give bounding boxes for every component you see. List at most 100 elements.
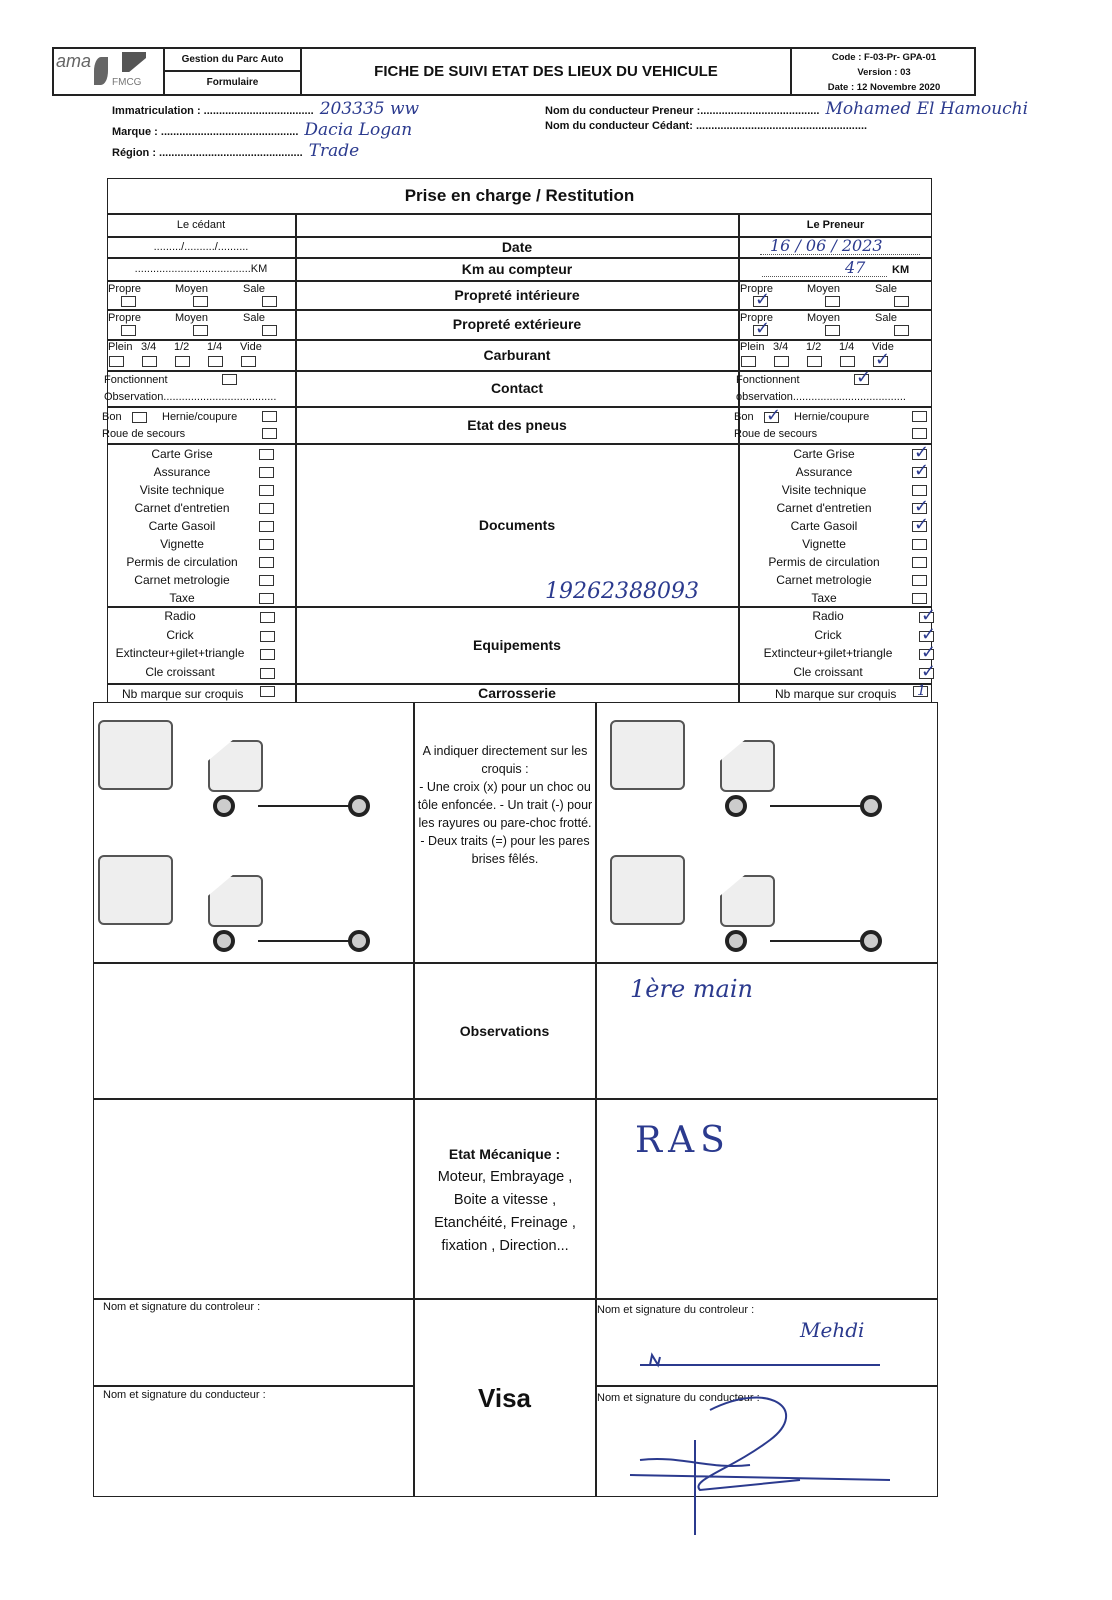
preneur-moyen-checkbox[interactable] xyxy=(825,325,840,336)
preneur-fuel-checkbox-0[interactable] xyxy=(741,356,756,367)
immatriculation-value[interactable]: 203335 ww xyxy=(319,99,420,119)
cedant-moyen-checkbox[interactable] xyxy=(193,296,208,307)
logo: ama FMCG xyxy=(54,49,162,94)
preneur-roue-checkbox[interactable] xyxy=(912,428,927,439)
cedant-date-field[interactable]: ........./........../.......... xyxy=(153,240,249,253)
observations-value[interactable]: 1ère main xyxy=(630,975,753,1003)
preneur-equip-checkbox-1[interactable] xyxy=(919,630,934,642)
marque-value[interactable]: Dacia Logan xyxy=(304,120,413,140)
preneur-fuel-checkbox-3[interactable] xyxy=(840,356,855,367)
cedant-doc-checkbox-5[interactable] xyxy=(259,539,274,550)
cedant-fuel-checkbox-0[interactable] xyxy=(109,356,124,367)
document-number[interactable]: 19262388093 xyxy=(545,579,699,604)
nb-marque-value: 1 xyxy=(917,683,926,699)
cedant-doc-checkbox-4[interactable] xyxy=(259,521,274,532)
cedant-equip-checkbox-2[interactable] xyxy=(260,649,275,660)
preneur-equip-checkbox-3[interactable] xyxy=(919,667,934,679)
preneur-value[interactable]: Mohamed El Hamouchi xyxy=(825,99,1029,119)
row-label-documents: Documents xyxy=(478,516,556,533)
cedant-contact-checkbox[interactable] xyxy=(222,374,237,385)
cedant-equip-checkbox-0[interactable] xyxy=(260,612,275,623)
wheel-icon xyxy=(725,930,747,952)
page-title: FICHE DE SUIVI ETAT DES LIEUX DU VEHICUL… xyxy=(374,63,718,80)
cedant-sale-checkbox[interactable] xyxy=(262,296,277,307)
preneur-sale-checkbox[interactable] xyxy=(894,325,909,336)
doc-date: Date : 12 Novembre 2020 xyxy=(827,82,941,93)
cedant-moyen-checkbox[interactable] xyxy=(193,325,208,336)
row-divider xyxy=(107,606,932,608)
preneur-fuel-checkbox-4[interactable] xyxy=(873,356,888,367)
cedant-fuel-checkbox-1[interactable] xyxy=(142,356,157,367)
preneur-nb-marque-checkbox[interactable] xyxy=(913,686,928,697)
preneur-propre-checkbox[interactable] xyxy=(753,325,768,336)
controleur-signature[interactable]: Mehdi xyxy=(800,1318,865,1342)
preneur-doc-checkbox-5[interactable] xyxy=(912,539,927,550)
preneur-km-field[interactable] xyxy=(762,261,887,277)
preneur-hernie-checkbox[interactable] xyxy=(912,411,927,422)
cedant-fuel-checkbox-3[interactable] xyxy=(208,356,223,367)
cedant-hernie-checkbox[interactable] xyxy=(262,411,277,422)
preneur-doc-5: Vignette xyxy=(802,537,846,551)
cedant-doc-checkbox-7[interactable] xyxy=(259,575,274,586)
preneur-doc-checkbox-7[interactable] xyxy=(912,575,927,586)
cedant-propre-checkbox[interactable] xyxy=(121,296,136,307)
preneur-fuel-checkbox-2[interactable] xyxy=(807,356,822,367)
preneur-doc-checkbox-1[interactable] xyxy=(912,467,927,478)
preneur-doc-checkbox-3[interactable] xyxy=(912,503,927,514)
cedant-equip-checkbox-1[interactable] xyxy=(260,630,275,642)
cedant-doc-4: Carte Gasoil xyxy=(148,519,216,533)
preneur-propre-checkbox[interactable] xyxy=(753,296,768,307)
mecanique-value[interactable]: RAS xyxy=(635,1120,731,1161)
cedant-fuel-checkbox-2[interactable] xyxy=(175,356,190,367)
cedant-propre-label: Propre xyxy=(108,312,142,324)
preneur-fuel-label: 3/4 xyxy=(773,341,789,353)
preneur-doc-checkbox-8[interactable] xyxy=(912,593,927,604)
cedant-fuel-label: 1/4 xyxy=(207,341,223,353)
preneur-date-field[interactable] xyxy=(760,238,920,255)
preneur-propre-label: Propre xyxy=(740,283,774,295)
cedant-propre-checkbox[interactable] xyxy=(121,325,136,336)
row-divider xyxy=(107,257,932,259)
van-side-line xyxy=(258,805,368,807)
preneur-doc-checkbox-2[interactable] xyxy=(912,485,927,496)
signature-drawing xyxy=(629,1352,891,1535)
preneur-fuel-checkbox-1[interactable] xyxy=(774,356,789,367)
preneur-equip-checkbox-0[interactable] xyxy=(919,612,934,623)
preneur-moyen-checkbox[interactable] xyxy=(825,296,840,307)
cedant-doc-checkbox-8[interactable] xyxy=(259,593,274,604)
preneur-bon-checkbox[interactable] xyxy=(764,412,779,423)
cedant-roue-checkbox[interactable] xyxy=(262,428,277,439)
preneur-doc-checkbox-4[interactable] xyxy=(912,521,927,532)
cedant-doc-checkbox-0[interactable] xyxy=(259,449,274,460)
immatriculation-row: Immatriculation : ......................… xyxy=(112,99,419,119)
cedant-sale-checkbox[interactable] xyxy=(262,325,277,336)
row-divider xyxy=(107,443,932,445)
cedant-fuel-checkbox-4[interactable] xyxy=(241,356,256,367)
region-row: Région : ...............................… xyxy=(112,141,359,161)
preneur-sale-checkbox[interactable] xyxy=(894,296,909,307)
preneur-equip-checkbox-2[interactable] xyxy=(919,649,934,660)
row-divider xyxy=(107,280,932,282)
divider xyxy=(790,47,792,96)
cedant-nb-marque-checkbox[interactable] xyxy=(260,686,275,697)
cedant-doc-checkbox-2[interactable] xyxy=(259,485,274,496)
cedant-km-field[interactable]: ......................................KM xyxy=(134,262,268,275)
cedant-doc-checkbox-1[interactable] xyxy=(259,467,274,478)
cedant-doc-0: Carte Grise xyxy=(151,447,213,461)
check-mark-icon: ✓ xyxy=(921,605,937,626)
cedant-doc-checkbox-3[interactable] xyxy=(259,503,274,514)
preneur-date-value: 16 / 06 / 2023 xyxy=(770,236,883,255)
region-value[interactable]: Trade xyxy=(308,141,360,161)
check-mark-icon: ✓ xyxy=(921,642,937,663)
instruction-line: - Deux traits (=) pour les pares brises … xyxy=(420,834,590,866)
cedant-bon-checkbox[interactable] xyxy=(132,412,147,423)
preneur-doc-0: Carte Grise xyxy=(793,447,855,461)
cedant-doc-7: Carnet metrologie xyxy=(134,573,230,587)
cedant-doc-checkbox-6[interactable] xyxy=(259,557,274,568)
logo-text: ama xyxy=(56,51,92,71)
preneur-moyen-label: Moyen xyxy=(807,312,841,324)
preneur-contact-checkbox[interactable] xyxy=(854,374,869,385)
preneur-doc-checkbox-6[interactable] xyxy=(912,557,927,568)
cedant-equip-checkbox-3[interactable] xyxy=(260,667,275,679)
preneur-doc-checkbox-0[interactable] xyxy=(912,449,927,460)
